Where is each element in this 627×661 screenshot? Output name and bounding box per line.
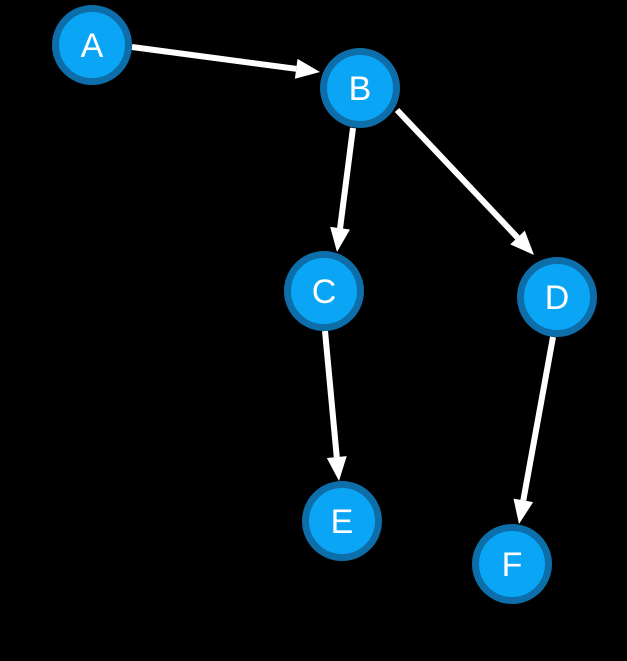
graph-edge	[513, 336, 556, 524]
graph-node-b[interactable]: B	[320, 48, 400, 128]
graph-node-d[interactable]: D	[517, 257, 597, 337]
graph-node-f[interactable]: F	[472, 524, 552, 604]
edge-line	[520, 336, 556, 501]
node-circle[interactable]	[517, 257, 597, 337]
graph-edge	[394, 107, 534, 255]
node-circle[interactable]	[284, 251, 364, 331]
graph-node-c[interactable]: C	[284, 251, 364, 331]
graph-edge	[330, 127, 356, 252]
node-label: A	[81, 27, 104, 65]
edge-arrowhead-icon	[513, 498, 534, 524]
node-label: B	[349, 70, 372, 108]
graph-edge	[131, 44, 320, 79]
edge-arrowhead-icon	[326, 456, 347, 481]
node-circle[interactable]	[472, 524, 552, 604]
edge-arrowhead-icon	[330, 226, 350, 252]
edge-line	[131, 44, 297, 72]
node-circle[interactable]	[52, 5, 132, 85]
edge-line	[322, 330, 340, 458]
node-label: D	[545, 279, 570, 317]
edge-line	[337, 127, 356, 229]
node-circle[interactable]	[302, 481, 382, 561]
nodes-layer: A B C D E F	[52, 5, 597, 604]
node-label: E	[331, 503, 354, 541]
edge-arrowhead-icon	[294, 58, 320, 79]
edge-line	[394, 107, 520, 240]
graph-node-a[interactable]: A	[52, 5, 132, 85]
graph-edge	[322, 330, 347, 481]
node-circle[interactable]	[320, 48, 400, 128]
edges-layer	[131, 44, 556, 524]
graph-node-e[interactable]: E	[302, 481, 382, 561]
node-label: C	[312, 273, 337, 311]
node-label: F	[502, 546, 523, 584]
edge-arrowhead-icon	[510, 230, 534, 255]
